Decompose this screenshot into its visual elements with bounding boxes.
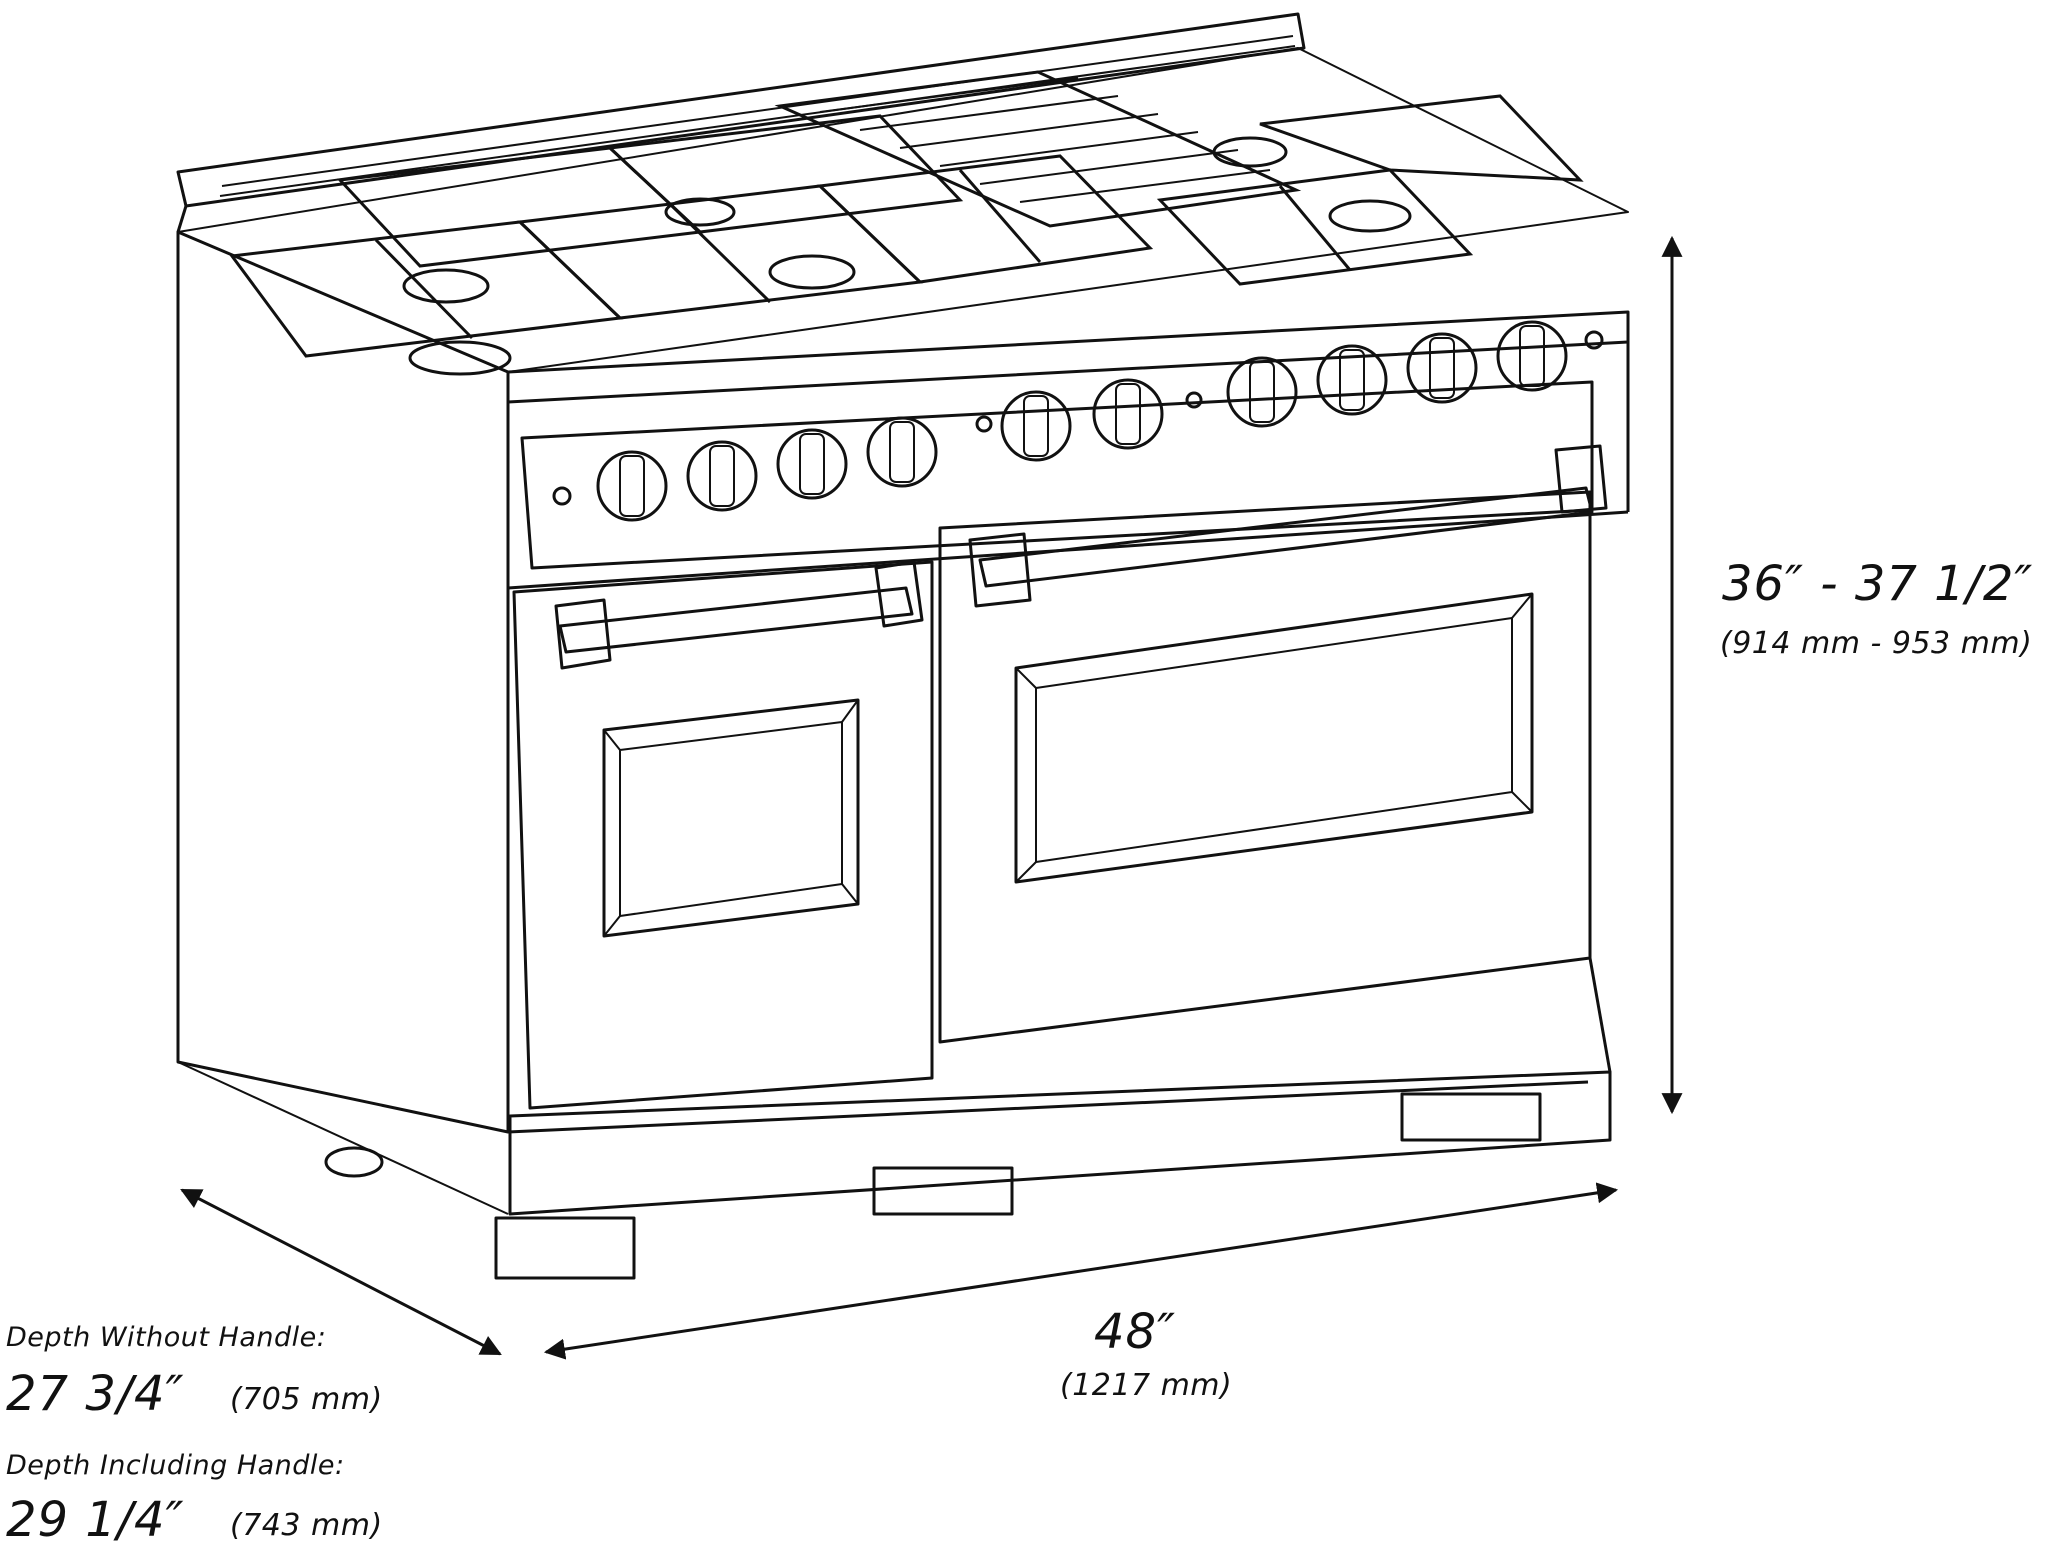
griddle (774, 70, 1302, 228)
leg-front-middle (872, 1166, 1014, 1216)
large-oven-window-frame (1014, 592, 1534, 884)
side-panel (176, 230, 510, 1134)
control-knobs (552, 320, 1604, 522)
width-arrow (543, 1182, 1619, 1360)
depth-without-handle-metric: (705 mm) (230, 1382, 383, 1417)
depth-arrow (180, 1188, 502, 1356)
height-metric: (914 mm - 953 mm) (1720, 626, 2033, 661)
depth-including-handle-imperial: 29 1/4″ (6, 1492, 185, 1548)
knob-1 (596, 450, 668, 522)
width-metric: (1217 mm) (1060, 1368, 1233, 1403)
indicator-light-center-left (975, 415, 993, 433)
knob-3 (776, 428, 848, 500)
small-door-handle (558, 586, 914, 654)
small-oven-door (512, 560, 934, 1110)
leg-rear-left (324, 1146, 384, 1178)
depth-without-handle-label: Depth Without Handle: (6, 1322, 327, 1353)
leg-front-left (494, 1216, 636, 1280)
width-imperial: 48″ (1094, 1304, 1177, 1360)
knob-10 (1496, 320, 1568, 392)
height-imperial: 36″ - 37 1/2″ (1722, 556, 2034, 612)
burner-grates (229, 94, 1584, 358)
indicator-light-right (1584, 330, 1604, 350)
large-door-handle (978, 486, 1594, 588)
small-oven-window (619, 721, 843, 917)
large-oven-door (938, 490, 1592, 1044)
knob-7 (1226, 356, 1298, 428)
small-handle-bracket-right (874, 560, 924, 628)
backsplash (176, 12, 1306, 208)
depth-including-handle-label: Depth Including Handle: (6, 1450, 345, 1481)
knob-5 (1000, 390, 1072, 462)
knob-8 (1316, 344, 1388, 416)
knob-2 (686, 440, 758, 512)
depth-including-handle-metric: (743 mm) (230, 1508, 383, 1543)
large-handle-bracket-right (1554, 444, 1608, 514)
large-handle-bracket-left (968, 532, 1032, 608)
leg-front-right (1400, 1092, 1542, 1142)
kick-plate (508, 1070, 1612, 1216)
control-panel (520, 380, 1594, 570)
cooktop (177, 47, 1629, 373)
burners (402, 136, 1412, 376)
knob-6 (1092, 378, 1164, 450)
depth-without-handle-imperial: 27 3/4″ (6, 1366, 185, 1422)
small-handle-bracket-left (554, 598, 612, 670)
range-body (176, 12, 1630, 1280)
indicator-light-left (552, 486, 572, 506)
knob-9 (1406, 332, 1478, 404)
indicator-light-center-right (1185, 391, 1203, 409)
knob-4 (866, 416, 938, 488)
